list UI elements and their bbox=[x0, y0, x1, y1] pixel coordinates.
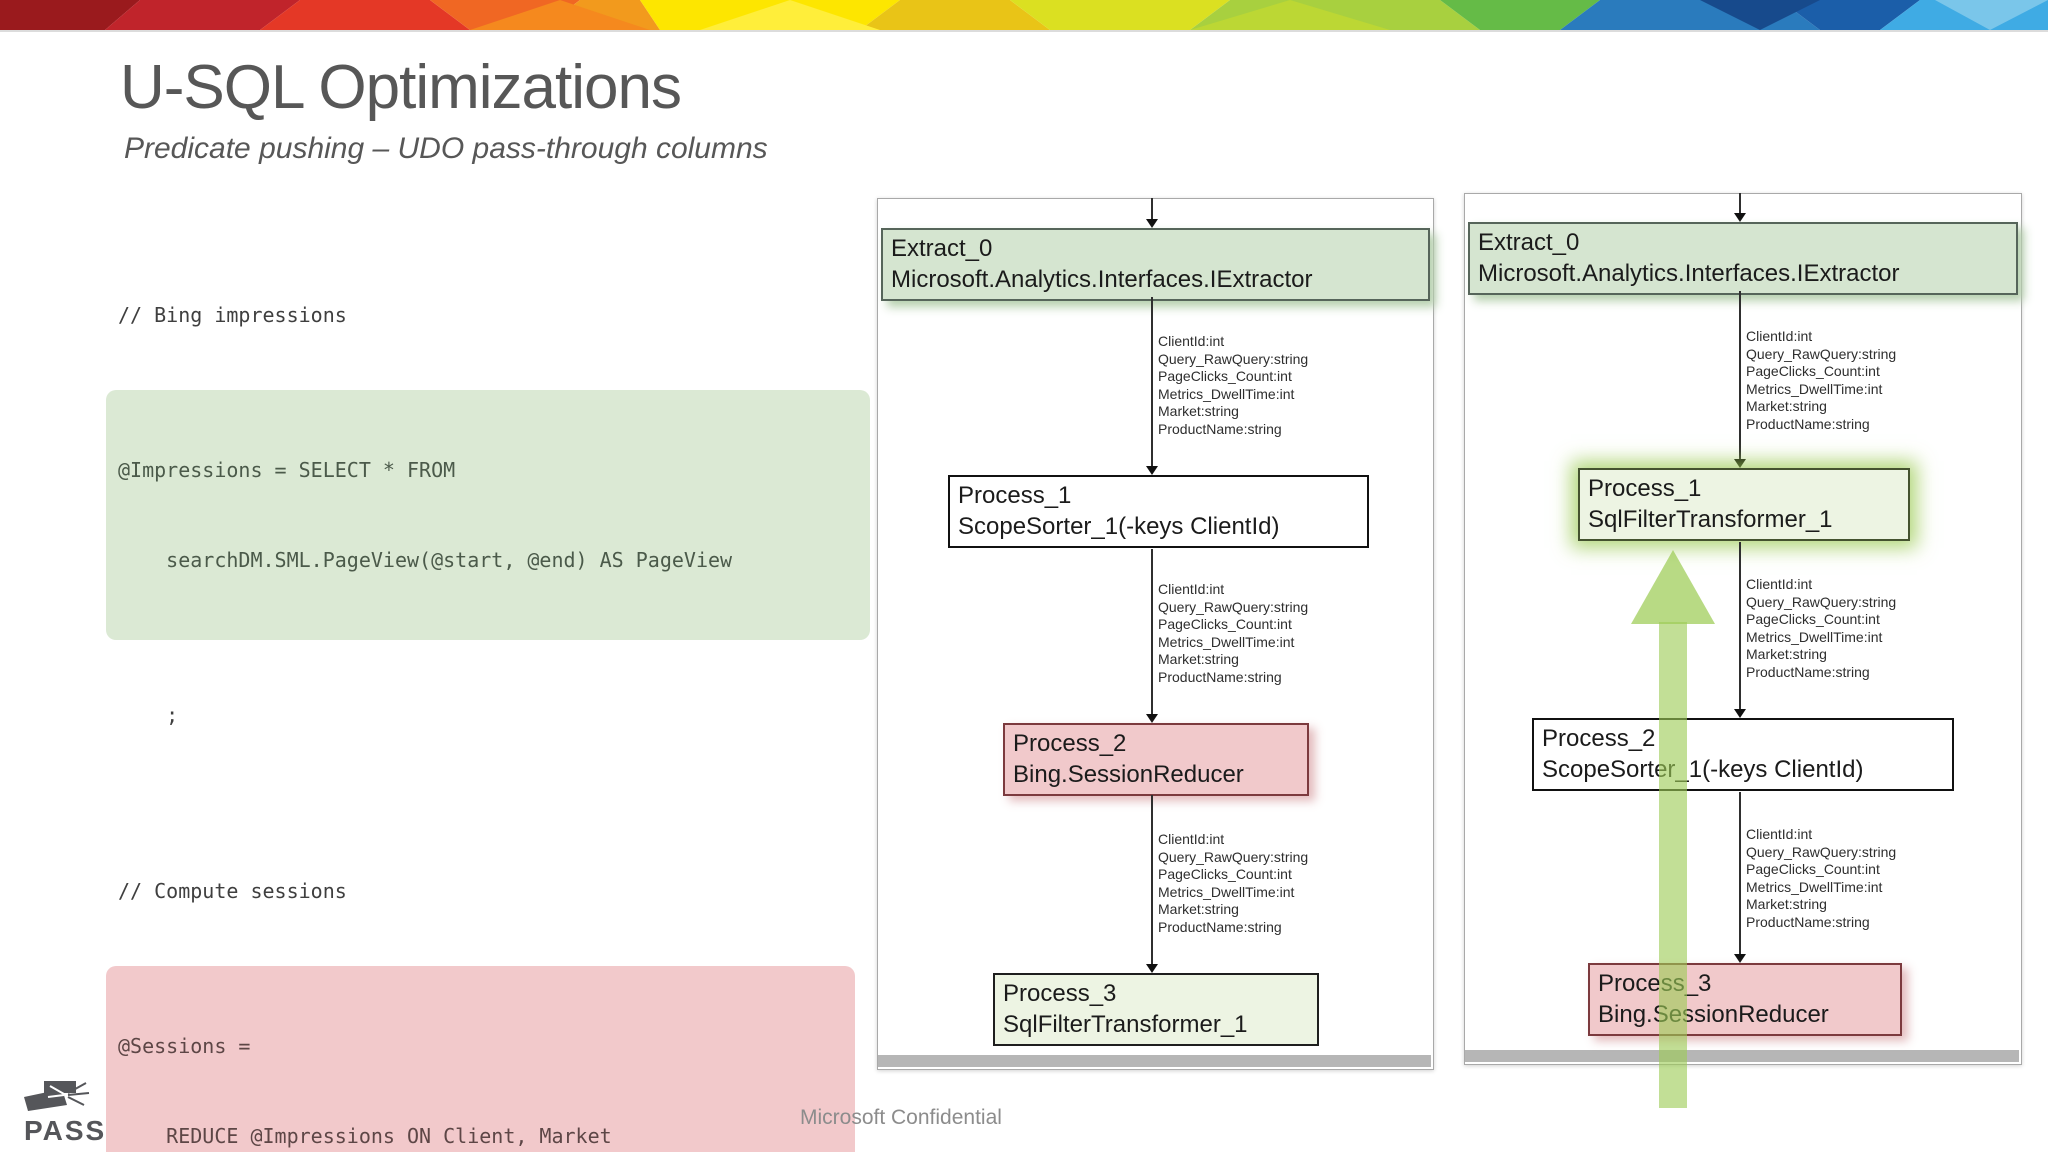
node-process-3-after: Process_3 Bing.SessionReducer bbox=[1588, 963, 1902, 1036]
connector-line bbox=[1151, 198, 1153, 220]
job-graph-panel-after bbox=[1464, 193, 2022, 1065]
arrow-down-icon bbox=[1734, 709, 1746, 718]
pass-logo: PASS bbox=[24, 1080, 114, 1147]
panel-scrollbar bbox=[1465, 1050, 2019, 1062]
node-detail: SqlFilterTransformer_1 bbox=[1003, 1011, 1248, 1038]
code-comment-sessions: // Compute sessions bbox=[118, 879, 347, 903]
node-process-1-before: Process_1 ScopeSorter_1(-keys ClientId) bbox=[948, 475, 1369, 548]
node-detail: Microsoft.Analytics.Interfaces.IExtracto… bbox=[891, 266, 1313, 293]
node-extract-0-before: Extract_0 Microsoft.Analytics.Interfaces… bbox=[881, 228, 1430, 301]
node-name: Extract_0 bbox=[1478, 229, 1580, 256]
panel-scrollbar bbox=[878, 1055, 1431, 1067]
code-line: REDUCE @Impressions ON Client, Market bbox=[118, 1124, 612, 1148]
code-listing: // Bing impressions @Impressions = SELEC… bbox=[106, 240, 870, 1152]
column-list: ClientId:int Query_RawQuery:string PageC… bbox=[1158, 581, 1309, 685]
node-detail: ScopeSorter_1(-keys ClientId) bbox=[958, 513, 1280, 540]
arrow-down-icon bbox=[1734, 213, 1746, 222]
code-line: @Sessions = bbox=[118, 1034, 251, 1058]
node-detail: ScopeSorter_1(-keys ClientId) bbox=[1542, 756, 1864, 783]
node-detail: SqlFilterTransformer_1 bbox=[1588, 506, 1833, 533]
arrow-down-icon bbox=[1734, 459, 1746, 468]
node-process-2-before: Process_2 Bing.SessionReducer bbox=[1003, 723, 1309, 796]
arrow-down-icon bbox=[1146, 964, 1158, 973]
code-line: searchDM.SML.PageView(@start, @end) AS P… bbox=[118, 548, 733, 572]
node-extract-0-after: Extract_0 Microsoft.Analytics.Interfaces… bbox=[1468, 222, 2018, 295]
highlight-sessions: @Sessions = REDUCE @Impressions ON Clien… bbox=[106, 966, 855, 1152]
push-up-arrow-icon bbox=[1631, 550, 1715, 624]
connector-line bbox=[1739, 291, 1741, 459]
page-title: U-SQL Optimizations bbox=[120, 53, 682, 122]
arrow-down-icon bbox=[1146, 219, 1158, 228]
connector-line bbox=[1739, 542, 1741, 709]
node-name: Process_1 bbox=[958, 482, 1072, 509]
arrow-down-icon bbox=[1146, 466, 1158, 475]
connector-line bbox=[1739, 792, 1741, 954]
connector-line bbox=[1151, 297, 1153, 467]
arrow-down-icon bbox=[1734, 954, 1746, 963]
column-list: ClientId:int Query_RawQuery:string PageC… bbox=[1158, 333, 1309, 437]
node-name: Process_1 bbox=[1588, 475, 1702, 502]
connector-line bbox=[1151, 795, 1153, 964]
code-line: @Impressions = SELECT * FROM bbox=[118, 458, 456, 482]
node-detail: Bing.SessionReducer bbox=[1013, 761, 1244, 788]
node-process-2-after: Process_2 ScopeSorter_1(-keys ClientId) bbox=[1532, 718, 1954, 791]
node-name: Extract_0 bbox=[891, 235, 993, 262]
node-name: Process_2 bbox=[1542, 725, 1656, 752]
column-list: ClientId:int Query_RawQuery:string PageC… bbox=[1746, 826, 1897, 930]
connector-line bbox=[1151, 549, 1153, 714]
column-list: ClientId:int Query_RawQuery:string PageC… bbox=[1158, 831, 1309, 935]
confidential-label: Microsoft Confidential bbox=[800, 1106, 1002, 1129]
highlight-impressions: @Impressions = SELECT * FROM searchDM.SM… bbox=[106, 390, 870, 640]
code-blank-line bbox=[118, 790, 870, 816]
code-line: ; bbox=[118, 703, 179, 727]
node-name: Process_2 bbox=[1013, 730, 1127, 757]
node-name: Process_3 bbox=[1003, 980, 1117, 1007]
pass-logo-icon bbox=[24, 1081, 90, 1111]
column-list: ClientId:int Query_RawQuery:string PageC… bbox=[1746, 328, 1897, 432]
code-comment-bing: // Bing impressions bbox=[118, 303, 347, 327]
stripe-divider bbox=[0, 30, 2048, 32]
push-up-arrow-shaft bbox=[1659, 622, 1687, 1108]
pass-logo-text: PASS bbox=[24, 1115, 107, 1146]
arrow-down-icon bbox=[1146, 714, 1158, 723]
node-process-3-before: Process_3 SqlFilterTransformer_1 bbox=[993, 973, 1319, 1046]
node-process-1-after: Process_1 SqlFilterTransformer_1 bbox=[1578, 468, 1910, 541]
column-list: ClientId:int Query_RawQuery:string PageC… bbox=[1746, 576, 1897, 680]
page-subtitle: Predicate pushing – UDO pass-through col… bbox=[124, 132, 768, 165]
brand-stripe bbox=[0, 0, 2048, 30]
node-detail: Microsoft.Analytics.Interfaces.IExtracto… bbox=[1478, 260, 1900, 287]
job-graph-panel-before bbox=[877, 198, 1434, 1070]
node-detail: Bing.SessionReducer bbox=[1598, 1001, 1829, 1028]
node-name: Process_3 bbox=[1598, 970, 1712, 997]
connector-line bbox=[1739, 193, 1741, 214]
